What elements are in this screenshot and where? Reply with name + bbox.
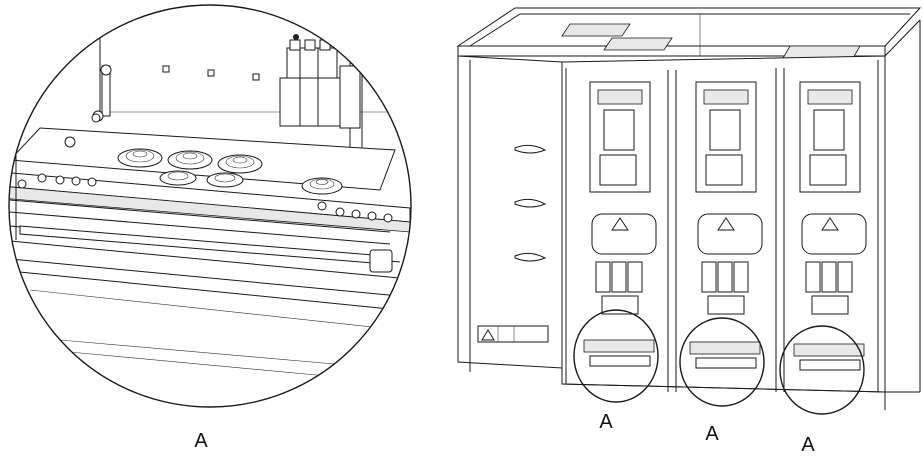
terminal-block	[279, 34, 361, 129]
cabinet	[456, 7, 922, 410]
detail-circle	[8, 4, 412, 408]
callout-circle-2	[679, 317, 765, 407]
callout-label-3: A	[801, 434, 815, 456]
drive-module-1	[583, 81, 657, 367]
callout-label-1: A	[599, 411, 613, 433]
callouts	[573, 309, 865, 415]
drive-module-2	[689, 81, 763, 369]
detail-label: A	[194, 430, 208, 452]
warning-label	[477, 325, 549, 343]
drive-module-3	[793, 81, 867, 371]
callout-label-2: A	[705, 423, 719, 445]
door-handles	[514, 144, 547, 262]
callout-circle-3	[779, 325, 865, 415]
cable-glands	[64, 113, 343, 195]
callout-circle-1	[573, 309, 659, 403]
detail-view	[8, 4, 412, 408]
